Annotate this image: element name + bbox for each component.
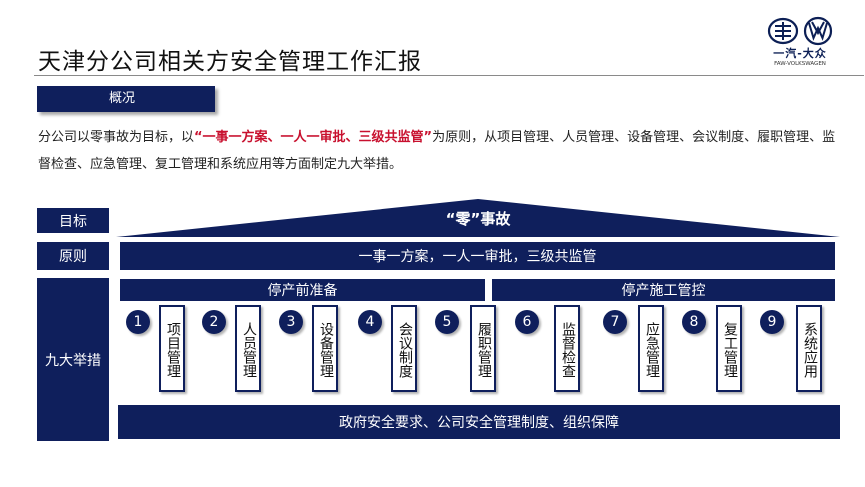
item-number-1: 1 — [126, 310, 150, 334]
phase-bar-construction: 停产施工管控 — [492, 279, 835, 301]
item-card-system: 系统应用 — [796, 305, 822, 392]
item-number-8: 8 — [682, 310, 706, 334]
item-number-9: 9 — [760, 310, 784, 334]
intro-paragraph: 分公司以零事故为目标，以“一事一方案、一人一审批、三级共监管”为原则，从项目管理… — [38, 124, 838, 178]
item-card-project: 项目管理 — [159, 305, 185, 392]
item-number-6: 6 — [515, 310, 539, 334]
item-card-personnel: 人员管理 — [235, 305, 261, 392]
label-measures: 九大举措 — [37, 278, 109, 441]
roof-triangle — [116, 199, 840, 237]
page-title: 天津分公司相关方安全管理工作汇报 — [38, 49, 422, 75]
item-card-meeting: 会议制度 — [391, 305, 417, 392]
label-goal: 目标 — [37, 208, 109, 233]
title-divider — [34, 75, 864, 76]
item-card-emergency: 应急管理 — [638, 305, 664, 392]
phase-bar-preparation: 停产前准备 — [120, 279, 485, 301]
item-number-5: 5 — [435, 310, 459, 334]
item-number-4: 4 — [358, 310, 382, 334]
item-card-duty: 履职管理 — [470, 305, 496, 392]
item-number-2: 2 — [202, 310, 226, 334]
item-number-7: 7 — [603, 310, 627, 334]
label-principle: 原则 — [37, 242, 109, 270]
foundation-bar: 政府安全要求、公司安全管理制度、组织保障 — [118, 405, 840, 439]
item-number-3: 3 — [279, 310, 303, 334]
section-tag: 概况 — [37, 86, 215, 112]
principle-bar: 一事一方案，一人一审批，三级共监管 — [120, 242, 835, 270]
logo-chinese-text: 一汽-大众 — [773, 47, 827, 60]
intro-text-end: 为原则，从项目管理、人员管理、设备管理、会议制度、履职管理、监督检查、应急管理、… — [38, 130, 836, 172]
logo-english-text: FAW-VOLKSWAGEN — [774, 61, 826, 67]
item-card-resumption: 复工管理 — [716, 305, 742, 392]
intro-text-start: 分公司以零事故为目标，以 — [38, 130, 195, 145]
intro-highlight: “一事一方案、一人一审批、三级共监管” — [194, 130, 433, 145]
faw-vw-logo-icon — [767, 16, 833, 46]
goal-text: “零”事故 — [445, 210, 511, 228]
item-card-inspection: 监督检查 — [554, 305, 580, 392]
item-card-equipment: 设备管理 — [312, 305, 338, 392]
